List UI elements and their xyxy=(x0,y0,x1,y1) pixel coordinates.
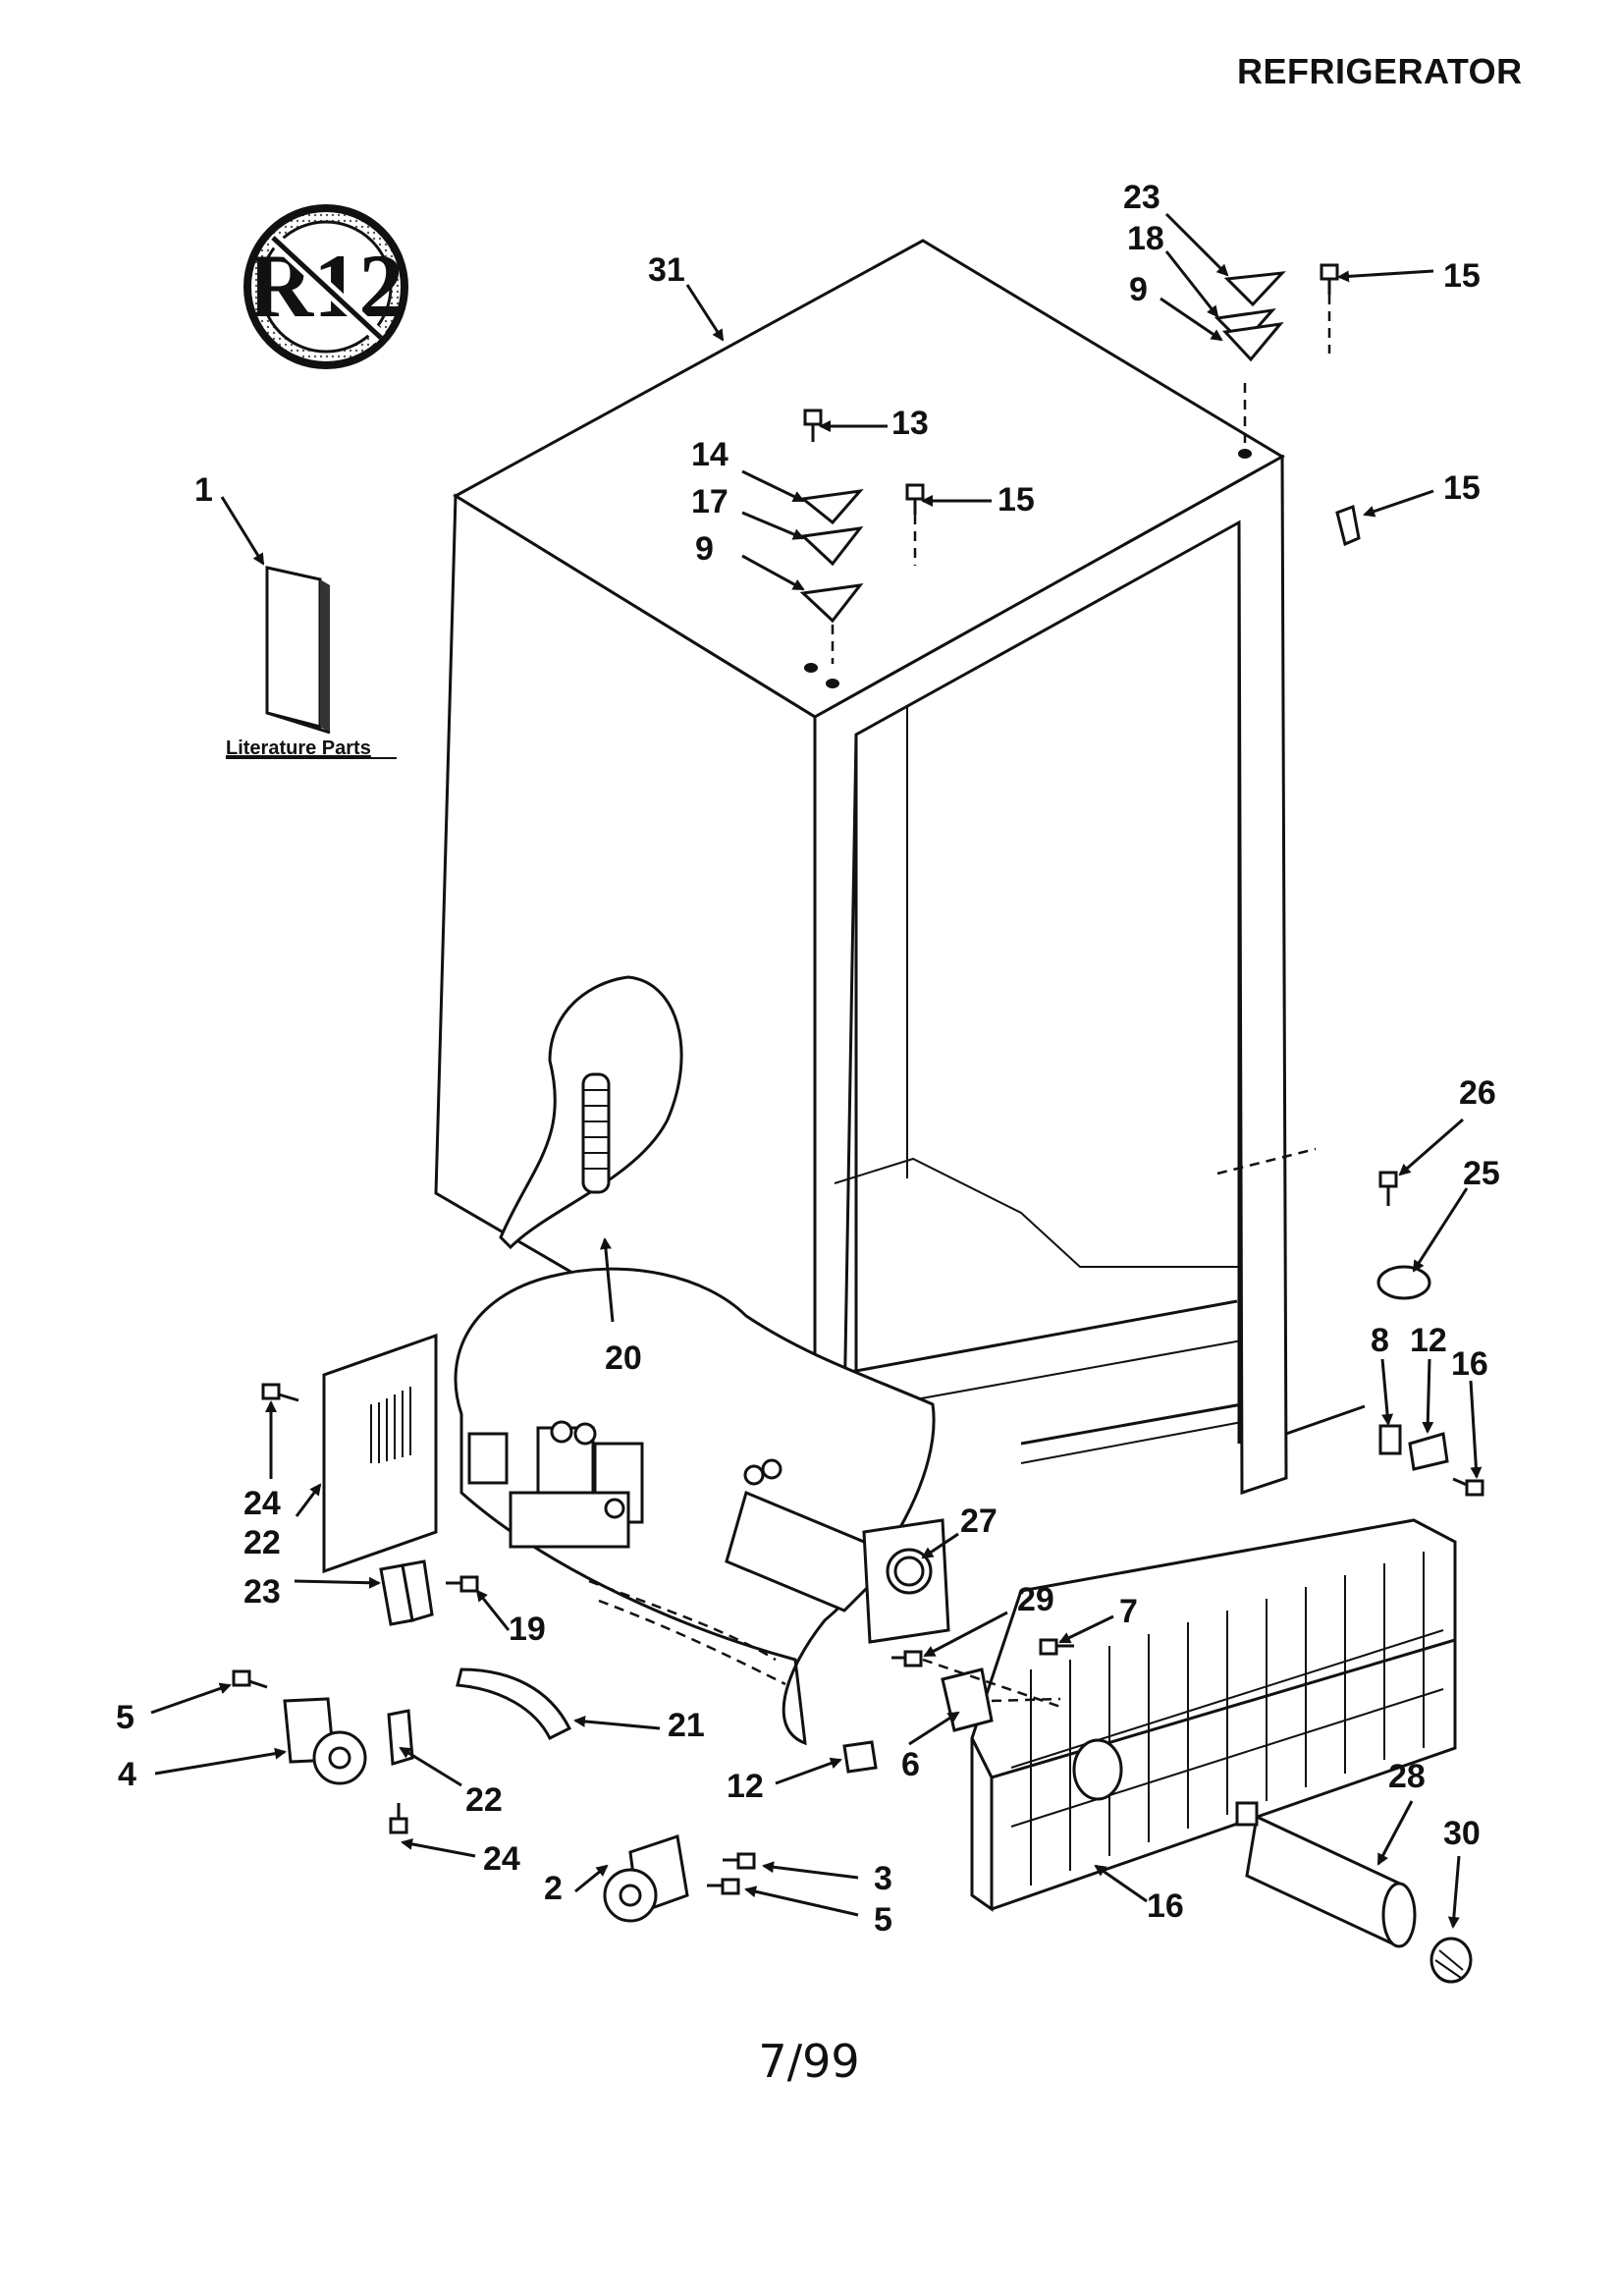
small-parts xyxy=(232,263,1484,1895)
callout-18: 20 xyxy=(605,1339,642,1377)
callout-13: 15 xyxy=(1443,469,1481,507)
callout-14: 16 xyxy=(1147,1887,1184,1925)
callout-6: 6 xyxy=(901,1746,920,1783)
callout-labels: 1 31 13 14 17 9 15 23 18 9 15 15 26 25 8… xyxy=(116,179,1500,1939)
callout-5-left: 5 xyxy=(116,1699,135,1736)
page-heading: REFRIGERATOR xyxy=(1237,51,1523,91)
callout-9-right: 9 xyxy=(1129,271,1148,308)
callout-12-bottom: 12 xyxy=(727,1768,764,1805)
callout-15-top-left: 15 xyxy=(998,481,1035,519)
literature-booklet-icon: Literature Parts xyxy=(226,566,397,759)
callout-15-right: 16 xyxy=(1451,1345,1488,1383)
rear-panel-icon xyxy=(322,1333,438,1574)
callout-21: 22 xyxy=(243,1524,281,1561)
no-r12-symbol-icon: R12 xyxy=(243,204,408,369)
callout-30: 30 xyxy=(1443,1815,1481,1852)
callout-10: 13 xyxy=(891,405,929,442)
callout-20: 22 xyxy=(465,1781,503,1819)
callout-5-bottom: 5 xyxy=(874,1901,892,1939)
callout-4: 4 xyxy=(118,1756,136,1793)
leveling-roller-icon xyxy=(283,1697,689,1923)
callout-24-top: 24 xyxy=(243,1485,281,1522)
callout-3: 3 xyxy=(874,1860,892,1897)
callout-16-right: 18 xyxy=(1127,220,1164,257)
callout-11: 14 xyxy=(691,436,728,473)
callout-23: 23 xyxy=(243,1573,281,1611)
callout-12-right: 12 xyxy=(1410,1322,1447,1359)
callout-2: 2 xyxy=(544,1870,563,1907)
callout-19: 21 xyxy=(668,1707,705,1744)
callout-1: 1 xyxy=(194,471,213,509)
callout-28: 28 xyxy=(1388,1758,1426,1795)
callout-9-left: 9 xyxy=(695,530,714,568)
callout-8: 8 xyxy=(1371,1322,1389,1359)
callout-17: 19 xyxy=(509,1611,546,1648)
callout-24-bottom: 24 xyxy=(483,1840,520,1878)
water-filter-icon xyxy=(1235,1801,1473,1984)
callout-16-left: 17 xyxy=(691,483,728,520)
callout-27: 27 xyxy=(960,1503,998,1540)
literature-parts-label: Literature Parts xyxy=(226,738,371,759)
callout-15-top-right: 15 xyxy=(1443,257,1481,295)
leader-arrows xyxy=(150,212,1483,1929)
footer-date: 7/99 xyxy=(758,2035,860,2088)
callout-26: 26 xyxy=(1459,1074,1496,1112)
callout-25: 25 xyxy=(1463,1155,1500,1192)
toe-grille-icon xyxy=(970,1518,1457,1912)
callout-22: 23 xyxy=(1123,179,1160,216)
callout-7: 7 xyxy=(1119,1593,1138,1630)
machine-compartment-cutaway xyxy=(454,975,950,1746)
callout-31: 31 xyxy=(648,251,685,289)
callout-29: 29 xyxy=(1017,1581,1054,1618)
